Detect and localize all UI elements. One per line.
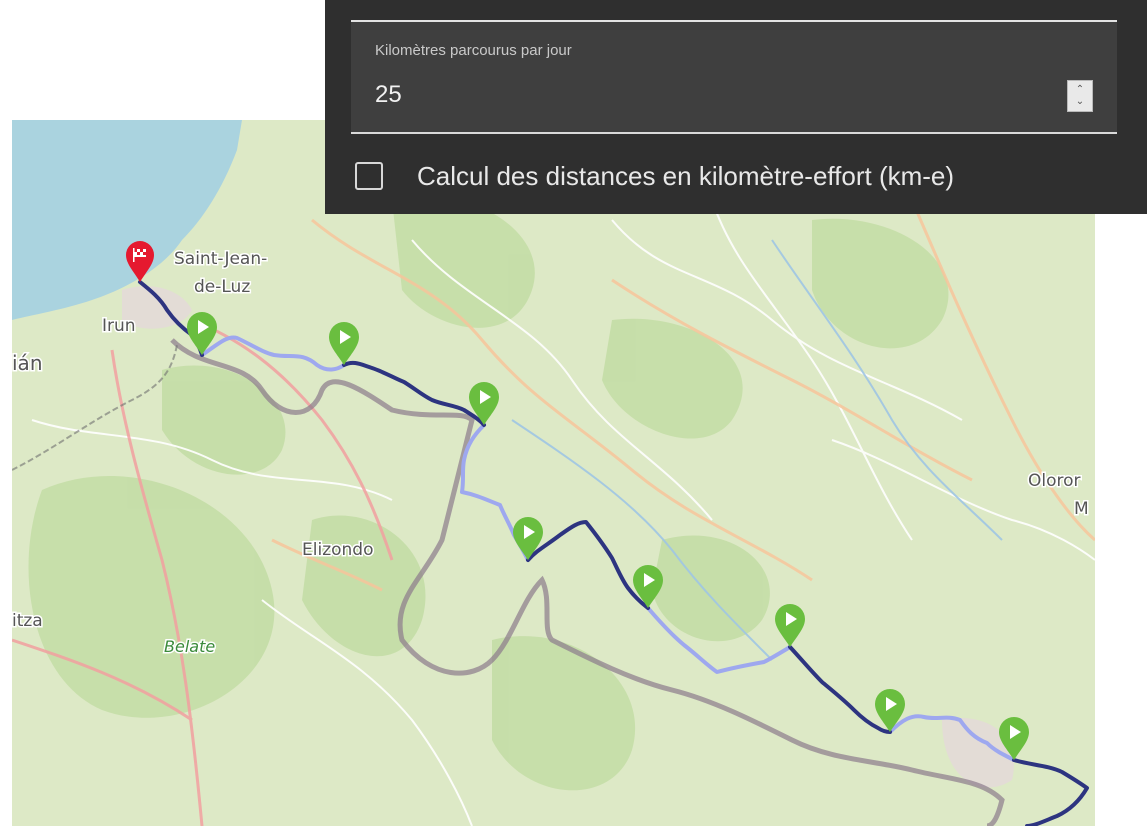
stage-marker[interactable] [513, 517, 543, 560]
place-label-ian: ián [12, 351, 43, 375]
play-icon [524, 525, 535, 539]
panel-divider [351, 20, 1117, 22]
effort-km-option[interactable]: Calcul des distances en kilomètre-effort… [355, 156, 954, 196]
flag-icon [133, 248, 146, 262]
play-icon [1010, 725, 1021, 739]
play-icon [340, 330, 351, 344]
play-icon [480, 390, 491, 404]
place-label-oloron-m: M [1074, 499, 1089, 519]
stage-marker[interactable] [469, 382, 499, 425]
rivers [511, 239, 1003, 661]
play-icon [886, 697, 897, 711]
stepper-down-icon[interactable]: ⌄ [1075, 96, 1085, 107]
forest-areas [28, 195, 949, 791]
distance-per-day-field[interactable]: Kilomètres parcourus par jour ⌃ ⌄ [351, 22, 1117, 134]
stage-marker[interactable] [875, 689, 905, 732]
stage-marker[interactable] [187, 312, 217, 355]
place-label-belate: Belate [164, 637, 215, 656]
place-label-saint-jean-line1: Saint-Jean- [174, 249, 267, 269]
play-icon [786, 612, 797, 626]
effort-km-checkbox[interactable] [355, 162, 383, 190]
play-icon [198, 320, 209, 334]
distance-per-day-label: Kilomètres parcourus par jour [375, 42, 572, 59]
place-label-elizondo: Elizondo [302, 540, 373, 560]
stage-marker[interactable] [775, 604, 805, 647]
region-border [12, 344, 178, 471]
stage-markers [187, 312, 1029, 760]
country-border [170, 338, 1005, 826]
stage-marker[interactable] [329, 322, 359, 365]
stage-marker[interactable] [633, 565, 663, 608]
sea [12, 120, 242, 320]
number-stepper[interactable]: ⌃ ⌄ [1067, 80, 1093, 112]
play-icon [644, 573, 655, 587]
minor-roads [31, 199, 1095, 826]
stepper-up-icon[interactable]: ⌃ [1075, 84, 1085, 95]
place-label-itza: itza [12, 611, 43, 631]
place-label-saint-jean-line2: de-Luz [194, 277, 250, 297]
effort-km-label: Calcul des distances en kilomètre-effort… [417, 160, 955, 191]
settings-panel: Kilomètres parcourus par jour ⌃ ⌄ Calcul… [325, 0, 1147, 214]
stage-marker[interactable] [999, 717, 1029, 760]
map[interactable]: Saint-Jean- de-Luz Irun ián Elizondo itz… [12, 120, 1095, 826]
place-label-irun: Irun [102, 316, 136, 336]
distance-per-day-input[interactable] [375, 76, 1015, 114]
place-label-oloron: Oloror [1028, 471, 1081, 491]
start-marker[interactable] [126, 241, 154, 282]
major-roads [12, 199, 1095, 826]
